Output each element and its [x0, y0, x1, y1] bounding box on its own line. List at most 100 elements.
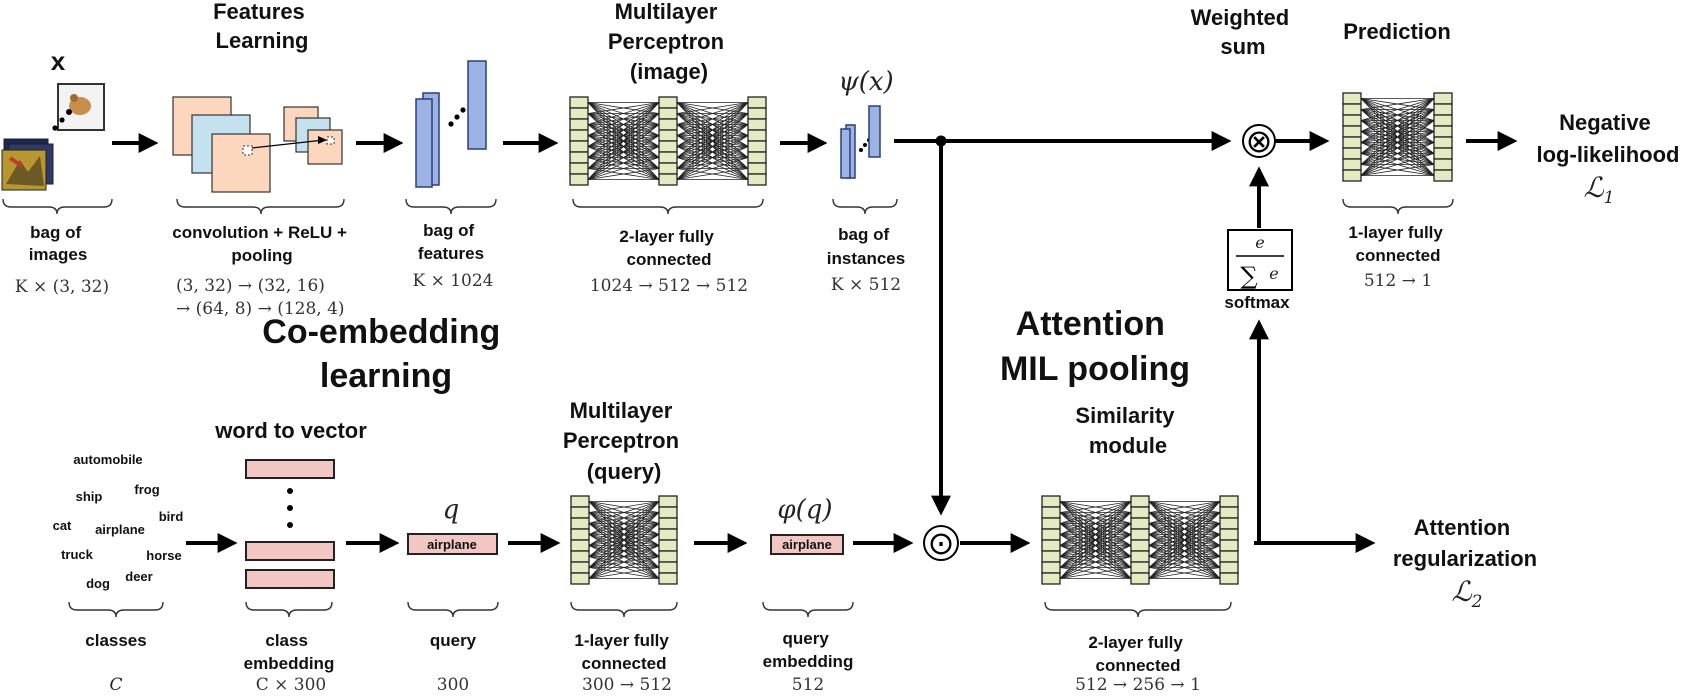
bag-of-instances-dim: K × 512 [831, 275, 901, 295]
connections [112, 131, 1518, 553]
psi-x-label: ψ(x) [838, 67, 893, 97]
query-embedding-box [770, 534, 844, 555]
class-word: horse [146, 548, 181, 563]
class-word: frog [134, 482, 159, 497]
neuron [1130, 517, 1150, 530]
fc2-sim-dims: 512 → 256 → 1 [1075, 675, 1201, 695]
class-word: truck [61, 547, 94, 562]
class-word: cat [53, 518, 72, 533]
neuron [1219, 561, 1239, 574]
classes-dim: C [109, 675, 122, 695]
weighted-sum-title: Weighted sum [1191, 5, 1296, 59]
conv-label: convolution + ReLU + pooling [172, 223, 351, 265]
neuron [658, 107, 678, 120]
neuron [1219, 539, 1239, 552]
neuron [1041, 561, 1061, 574]
neuron [569, 107, 589, 120]
neuron [658, 140, 678, 153]
neuron [570, 517, 590, 530]
fc1-query-dims: 300 → 512 [582, 675, 672, 695]
class-word: deer [125, 569, 152, 584]
mlp-query-network [570, 495, 678, 585]
neuron [570, 528, 590, 541]
attention-mil-title: Attention MIL pooling [1000, 305, 1190, 388]
fc2-sim-brace [1044, 601, 1232, 618]
neuron [1130, 550, 1150, 563]
neuron [1041, 572, 1061, 585]
neuron [658, 162, 678, 175]
neuron [1130, 528, 1150, 541]
loss2-label: ℒ2 [1452, 575, 1483, 612]
prediction-network [1342, 92, 1453, 182]
neuron [658, 173, 678, 186]
conv-brace [176, 198, 345, 215]
classes-brace [68, 601, 164, 618]
neuron [1433, 147, 1453, 160]
neuron [1342, 136, 1362, 149]
neuron [658, 96, 678, 109]
neuron [658, 118, 678, 131]
loss1-label: ℒ1 [1584, 171, 1615, 208]
neuron [1130, 561, 1150, 574]
conv-dims: (3, 32) → (32, 16) → (64, 8) → (128, 4) [176, 276, 345, 319]
mlp-image-network [569, 96, 767, 186]
neuron [1433, 103, 1453, 116]
mlp-image-title: Multilayer Perceptron (image) [608, 0, 730, 84]
neuron [570, 539, 590, 552]
classes-label: classes [85, 631, 146, 650]
softmax-denominator: e [1269, 264, 1278, 283]
fc1-pred-label: 1-layer fully connected [1348, 223, 1447, 265]
fc1-pred-dims: 512 → 1 [1364, 271, 1432, 291]
neuron [1342, 169, 1362, 182]
query-dim: 300 [437, 675, 469, 695]
query-label: query [430, 631, 477, 650]
co-embedding-title: Co-embedding learning [262, 313, 509, 395]
phi-q-label: φ(q) [777, 495, 832, 525]
neuron [747, 107, 767, 120]
bag-of-images-icon [1, 83, 105, 191]
neuron [569, 173, 589, 186]
class-embedding-icon [245, 459, 335, 589]
otimes-icon: ⊗ [1246, 122, 1273, 160]
bag-of-instances-label: bag of instances [827, 225, 905, 268]
neuron [658, 151, 678, 164]
q-label: q [443, 495, 460, 525]
softmax-box: e ∑ e [1227, 229, 1293, 291]
neuron [1041, 550, 1061, 563]
class-embedding-label: class embedding [244, 631, 335, 673]
neuron [658, 528, 678, 541]
neuron [747, 118, 767, 131]
neuron [1219, 495, 1239, 508]
fc1-query-label: 1-layer fully connected [574, 631, 673, 673]
neuron [1041, 528, 1061, 541]
query-embedding-label: query embedding [763, 629, 854, 671]
query-embedding-box-text: airplane [782, 537, 832, 552]
neuron [658, 539, 678, 552]
neuron [658, 550, 678, 563]
neuron [658, 495, 678, 508]
neuron [1041, 517, 1061, 530]
conv-layers-icon [172, 96, 343, 193]
neuron [1433, 125, 1453, 138]
neuron [747, 96, 767, 109]
neuron [570, 572, 590, 585]
attention-regularization-label: Attention regularization [1393, 515, 1537, 571]
class-word: airplane [95, 522, 145, 537]
bag-of-features-icon [415, 60, 487, 188]
softmax-label: softmax [1224, 293, 1290, 312]
softmax-numerator: e [1255, 233, 1264, 252]
neuron [1433, 158, 1453, 171]
neuron [1342, 114, 1362, 127]
neuron [1041, 495, 1061, 508]
neuron [1342, 92, 1362, 105]
bag-of-images-dim: K × (3, 32) [15, 277, 109, 297]
neuron [1219, 506, 1239, 519]
negative-log-likelihood-label: Negative log-likelihood [1537, 110, 1680, 167]
bag-of-instances-icon [840, 105, 881, 179]
similarity-module-title: Similarity module [1075, 403, 1180, 458]
fc2-image-label: 2-layer fully connected [619, 227, 718, 269]
neuron [747, 129, 767, 142]
neuron [1342, 125, 1362, 138]
neuron [569, 140, 589, 153]
